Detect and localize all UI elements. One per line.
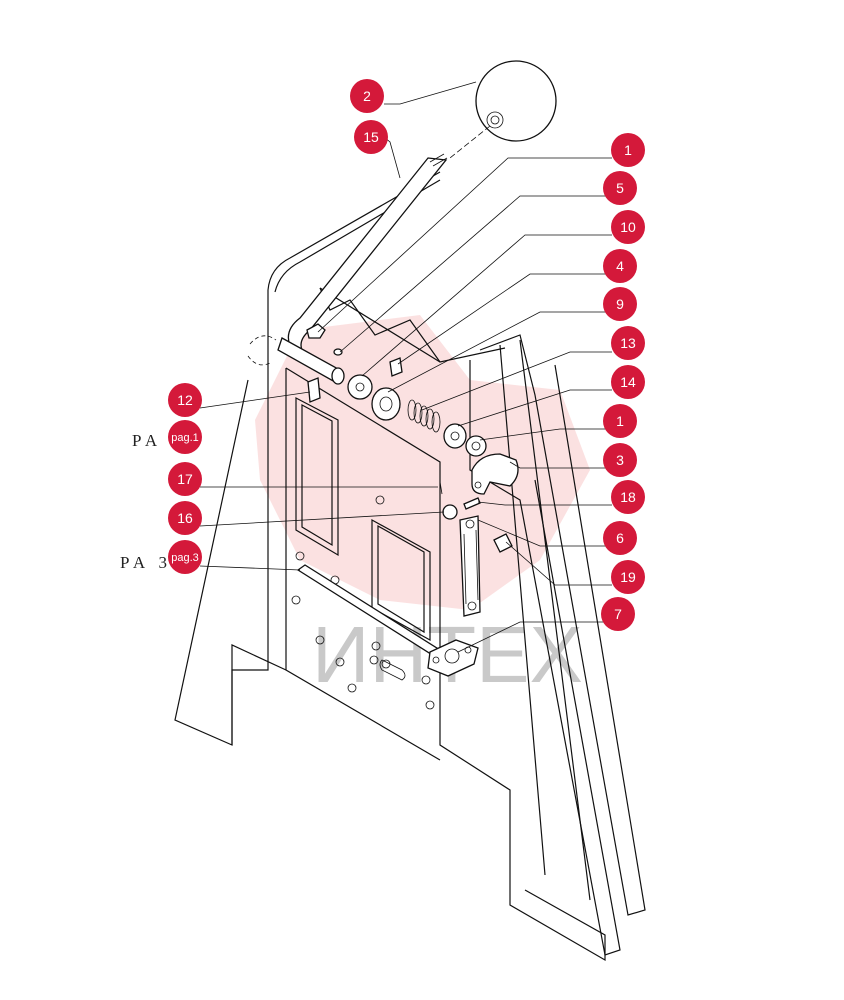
svg-text:10: 10	[620, 219, 636, 235]
callout-7[interactable]: 7	[601, 597, 635, 631]
svg-text:2: 2	[363, 88, 371, 104]
knob-part	[475, 60, 557, 142]
svg-text:6: 6	[616, 530, 624, 546]
svg-text:7: 7	[614, 606, 622, 622]
screw-12-part	[307, 377, 321, 403]
callout-12[interactable]: 12	[168, 383, 202, 417]
leader-lines	[199, 81, 612, 653]
svg-text:18: 18	[620, 489, 636, 505]
callout-15[interactable]: 15	[354, 120, 388, 154]
svg-text:16: 16	[177, 510, 193, 526]
parts	[247, 60, 557, 677]
svg-text:19: 19	[620, 569, 636, 585]
callout-2[interactable]: 2	[350, 79, 384, 113]
nut-part	[306, 323, 326, 339]
svg-text:pag.3: pag.3	[171, 552, 199, 564]
washer-part	[347, 374, 373, 400]
link-part	[459, 515, 481, 617]
svg-text:3: 3	[616, 452, 624, 468]
bracket-part	[471, 453, 519, 495]
pin-19-part	[493, 533, 513, 553]
svg-text:15: 15	[363, 129, 379, 145]
callout-6[interactable]: 6	[603, 521, 637, 555]
callout-4[interactable]: 4	[603, 249, 637, 283]
callout-3[interactable]: 3	[603, 443, 637, 477]
spring-part	[407, 399, 441, 433]
callout-18[interactable]: 18	[611, 480, 645, 514]
screw-part	[463, 497, 481, 510]
nut-lower-part	[465, 435, 487, 457]
svg-text:pag.1: pag.1	[171, 432, 199, 444]
collar-part	[371, 387, 401, 421]
callout-13[interactable]: 13	[611, 326, 645, 360]
svg-text:5: 5	[616, 180, 624, 196]
callout-1-upper[interactable]: 1	[611, 133, 645, 167]
svg-text:1: 1	[616, 413, 624, 429]
callout-pag-3[interactable]: pag.3	[168, 540, 202, 574]
callout-10[interactable]: 10	[611, 210, 645, 244]
callout-5[interactable]: 5	[603, 171, 637, 205]
pin-part	[333, 348, 343, 356]
callout-9[interactable]: 9	[603, 287, 637, 321]
callout-16[interactable]: 16	[168, 501, 202, 535]
svg-text:13: 13	[620, 335, 636, 351]
svg-text:17: 17	[177, 471, 193, 487]
page-ref-1: PA 1	[132, 431, 184, 450]
key-part	[389, 357, 403, 377]
svg-text:14: 14	[620, 374, 636, 390]
washer-16-part	[442, 504, 458, 520]
svg-text:9: 9	[616, 296, 624, 312]
callout-19[interactable]: 19	[611, 560, 645, 594]
callout-pag-1[interactable]: pag.1	[168, 420, 202, 454]
svg-text:1: 1	[624, 142, 632, 158]
washer-14-part	[443, 423, 467, 449]
svg-text:4: 4	[616, 258, 624, 274]
svg-text:12: 12	[177, 392, 193, 408]
callout-14[interactable]: 14	[611, 365, 645, 399]
callout-1-lower[interactable]: 1	[603, 404, 637, 438]
callout-17[interactable]: 17	[168, 462, 202, 496]
